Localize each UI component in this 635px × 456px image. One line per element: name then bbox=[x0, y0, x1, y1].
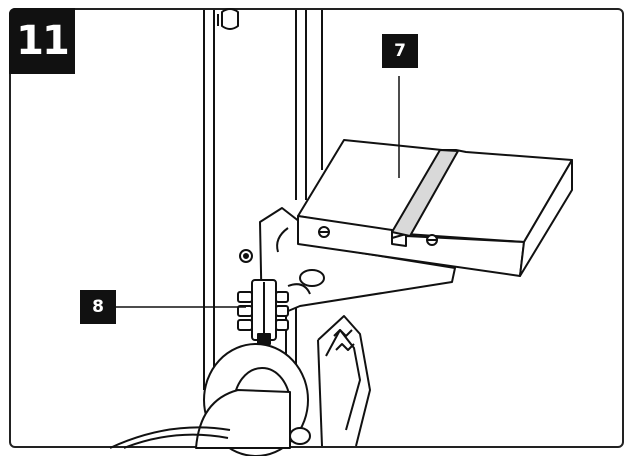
roller-wheel bbox=[109, 343, 311, 456]
ratchet-linkage bbox=[317, 315, 371, 447]
seat-pad bbox=[297, 139, 573, 277]
callout-7-label: 7 bbox=[382, 34, 418, 68]
clamp-hinge bbox=[237, 279, 311, 345]
step-number-badge: 11 bbox=[9, 8, 75, 74]
callout-8-label: 8 bbox=[80, 290, 116, 324]
